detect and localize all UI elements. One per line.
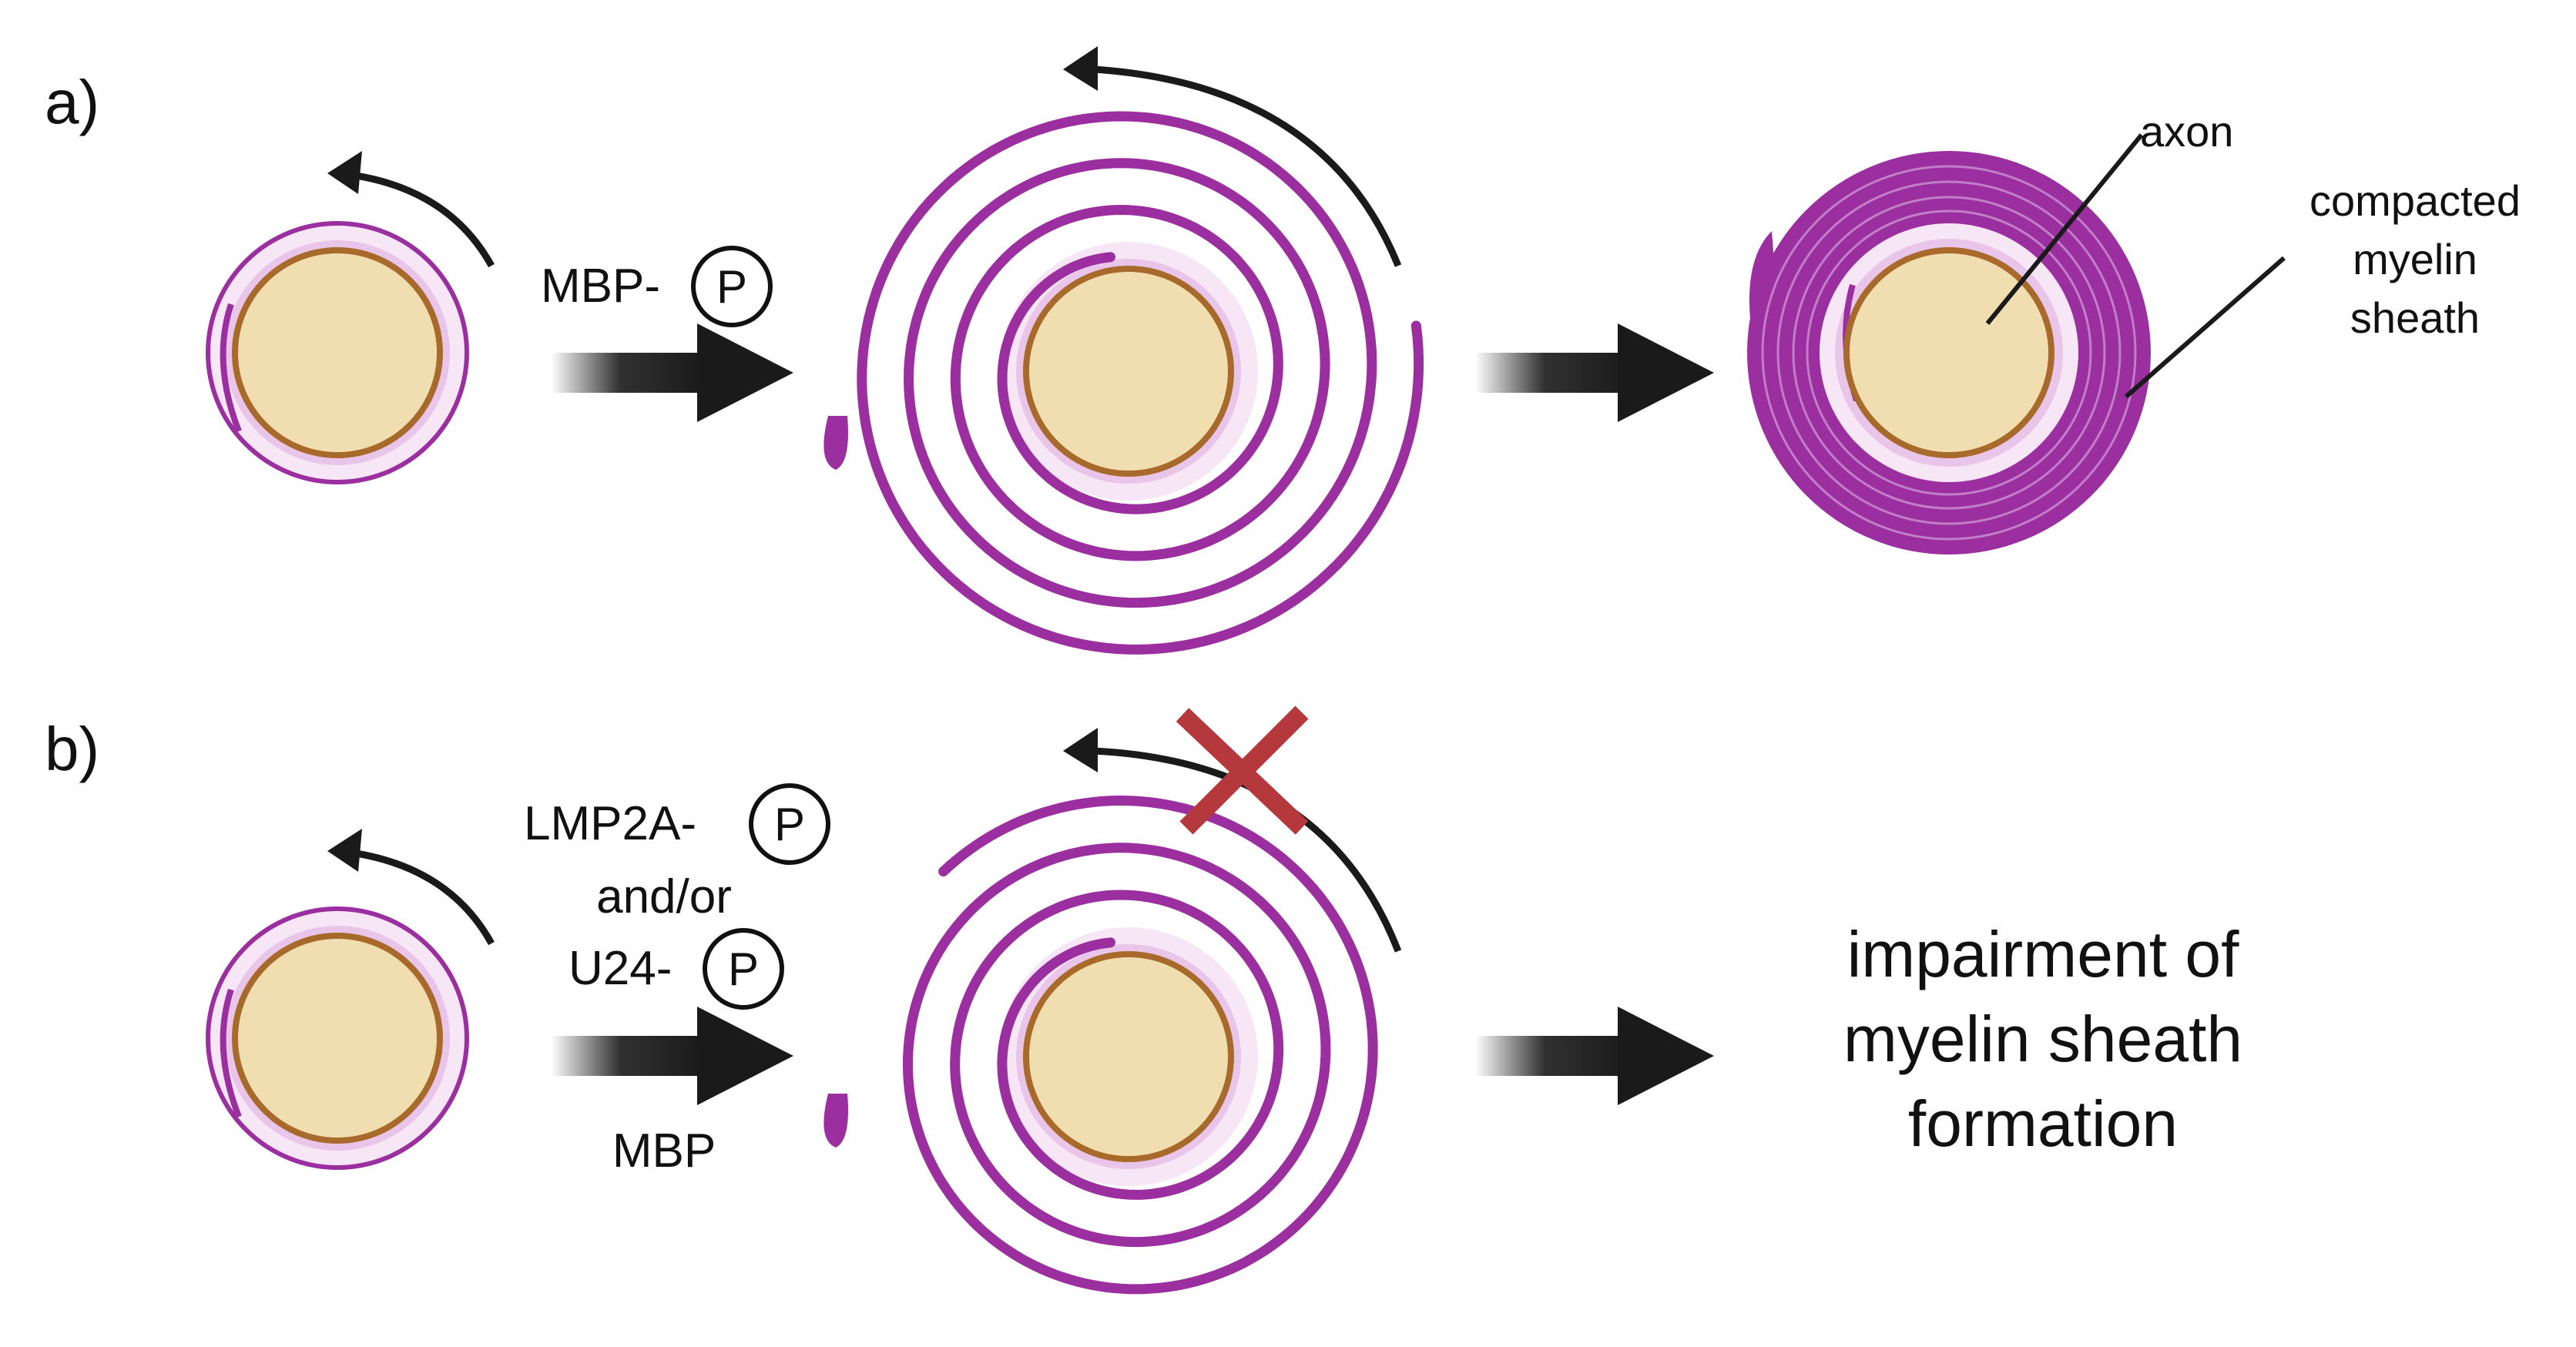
- lmp2a-label: LMP2A-: [524, 797, 696, 850]
- rotation-arrow-icon: [1063, 46, 1098, 91]
- mbp-p-label: MBP-: [541, 260, 660, 313]
- sheath-label-line-1: compacted: [2309, 176, 2521, 225]
- process-arrow-icon: [551, 323, 793, 422]
- rotation-arrow-icon: [1063, 728, 1098, 772]
- phospho-badge: P: [691, 246, 773, 327]
- process-arrow-icon: [1475, 323, 1714, 422]
- process-arrow-icon: [551, 1007, 793, 1105]
- cell-icon: [206, 221, 469, 484]
- svg-text:P: P: [728, 943, 759, 995]
- axon-leader-line: [1985, 133, 2144, 325]
- rotation-arrow-icon: [327, 829, 362, 872]
- rotation-arrow-icon: [1093, 65, 1402, 267]
- result-line-3: formation: [1908, 1087, 2178, 1160]
- myelin-spiral-icon: [823, 795, 1378, 1295]
- phospho-badge: P: [703, 928, 784, 1010]
- result-line-2: myelin sheath: [1843, 1003, 2242, 1075]
- sheath-leader-line: [2125, 256, 2286, 399]
- phospho-badge: P: [749, 783, 830, 865]
- rotation-arrow-icon: [338, 169, 495, 268]
- panel-b-label: b): [45, 715, 99, 783]
- mbp-label: MBP: [612, 1124, 716, 1178]
- and-or-label: and/or: [596, 870, 732, 923]
- block-x-icon: [1176, 705, 1309, 835]
- svg-text:P: P: [774, 799, 805, 850]
- svg-text:P: P: [716, 261, 747, 313]
- rotation-arrow-icon: [327, 151, 362, 194]
- u24-label: U24-: [569, 942, 672, 995]
- result-line-1: impairment of: [1847, 918, 2240, 990]
- process-arrow-icon: [1475, 1007, 1714, 1105]
- sheath-label-line-2: myelin: [2353, 235, 2477, 283]
- sheath-label-line-3: sheath: [2350, 293, 2480, 342]
- axon-label: axon: [2140, 107, 2233, 156]
- panel-a-label: a): [45, 68, 99, 136]
- rotation-arrow-icon: [338, 847, 495, 946]
- cell-icon: [206, 906, 469, 1170]
- compacted-myelin-icon: [1747, 151, 2151, 555]
- myelin-spiral-icon: [823, 111, 1424, 655]
